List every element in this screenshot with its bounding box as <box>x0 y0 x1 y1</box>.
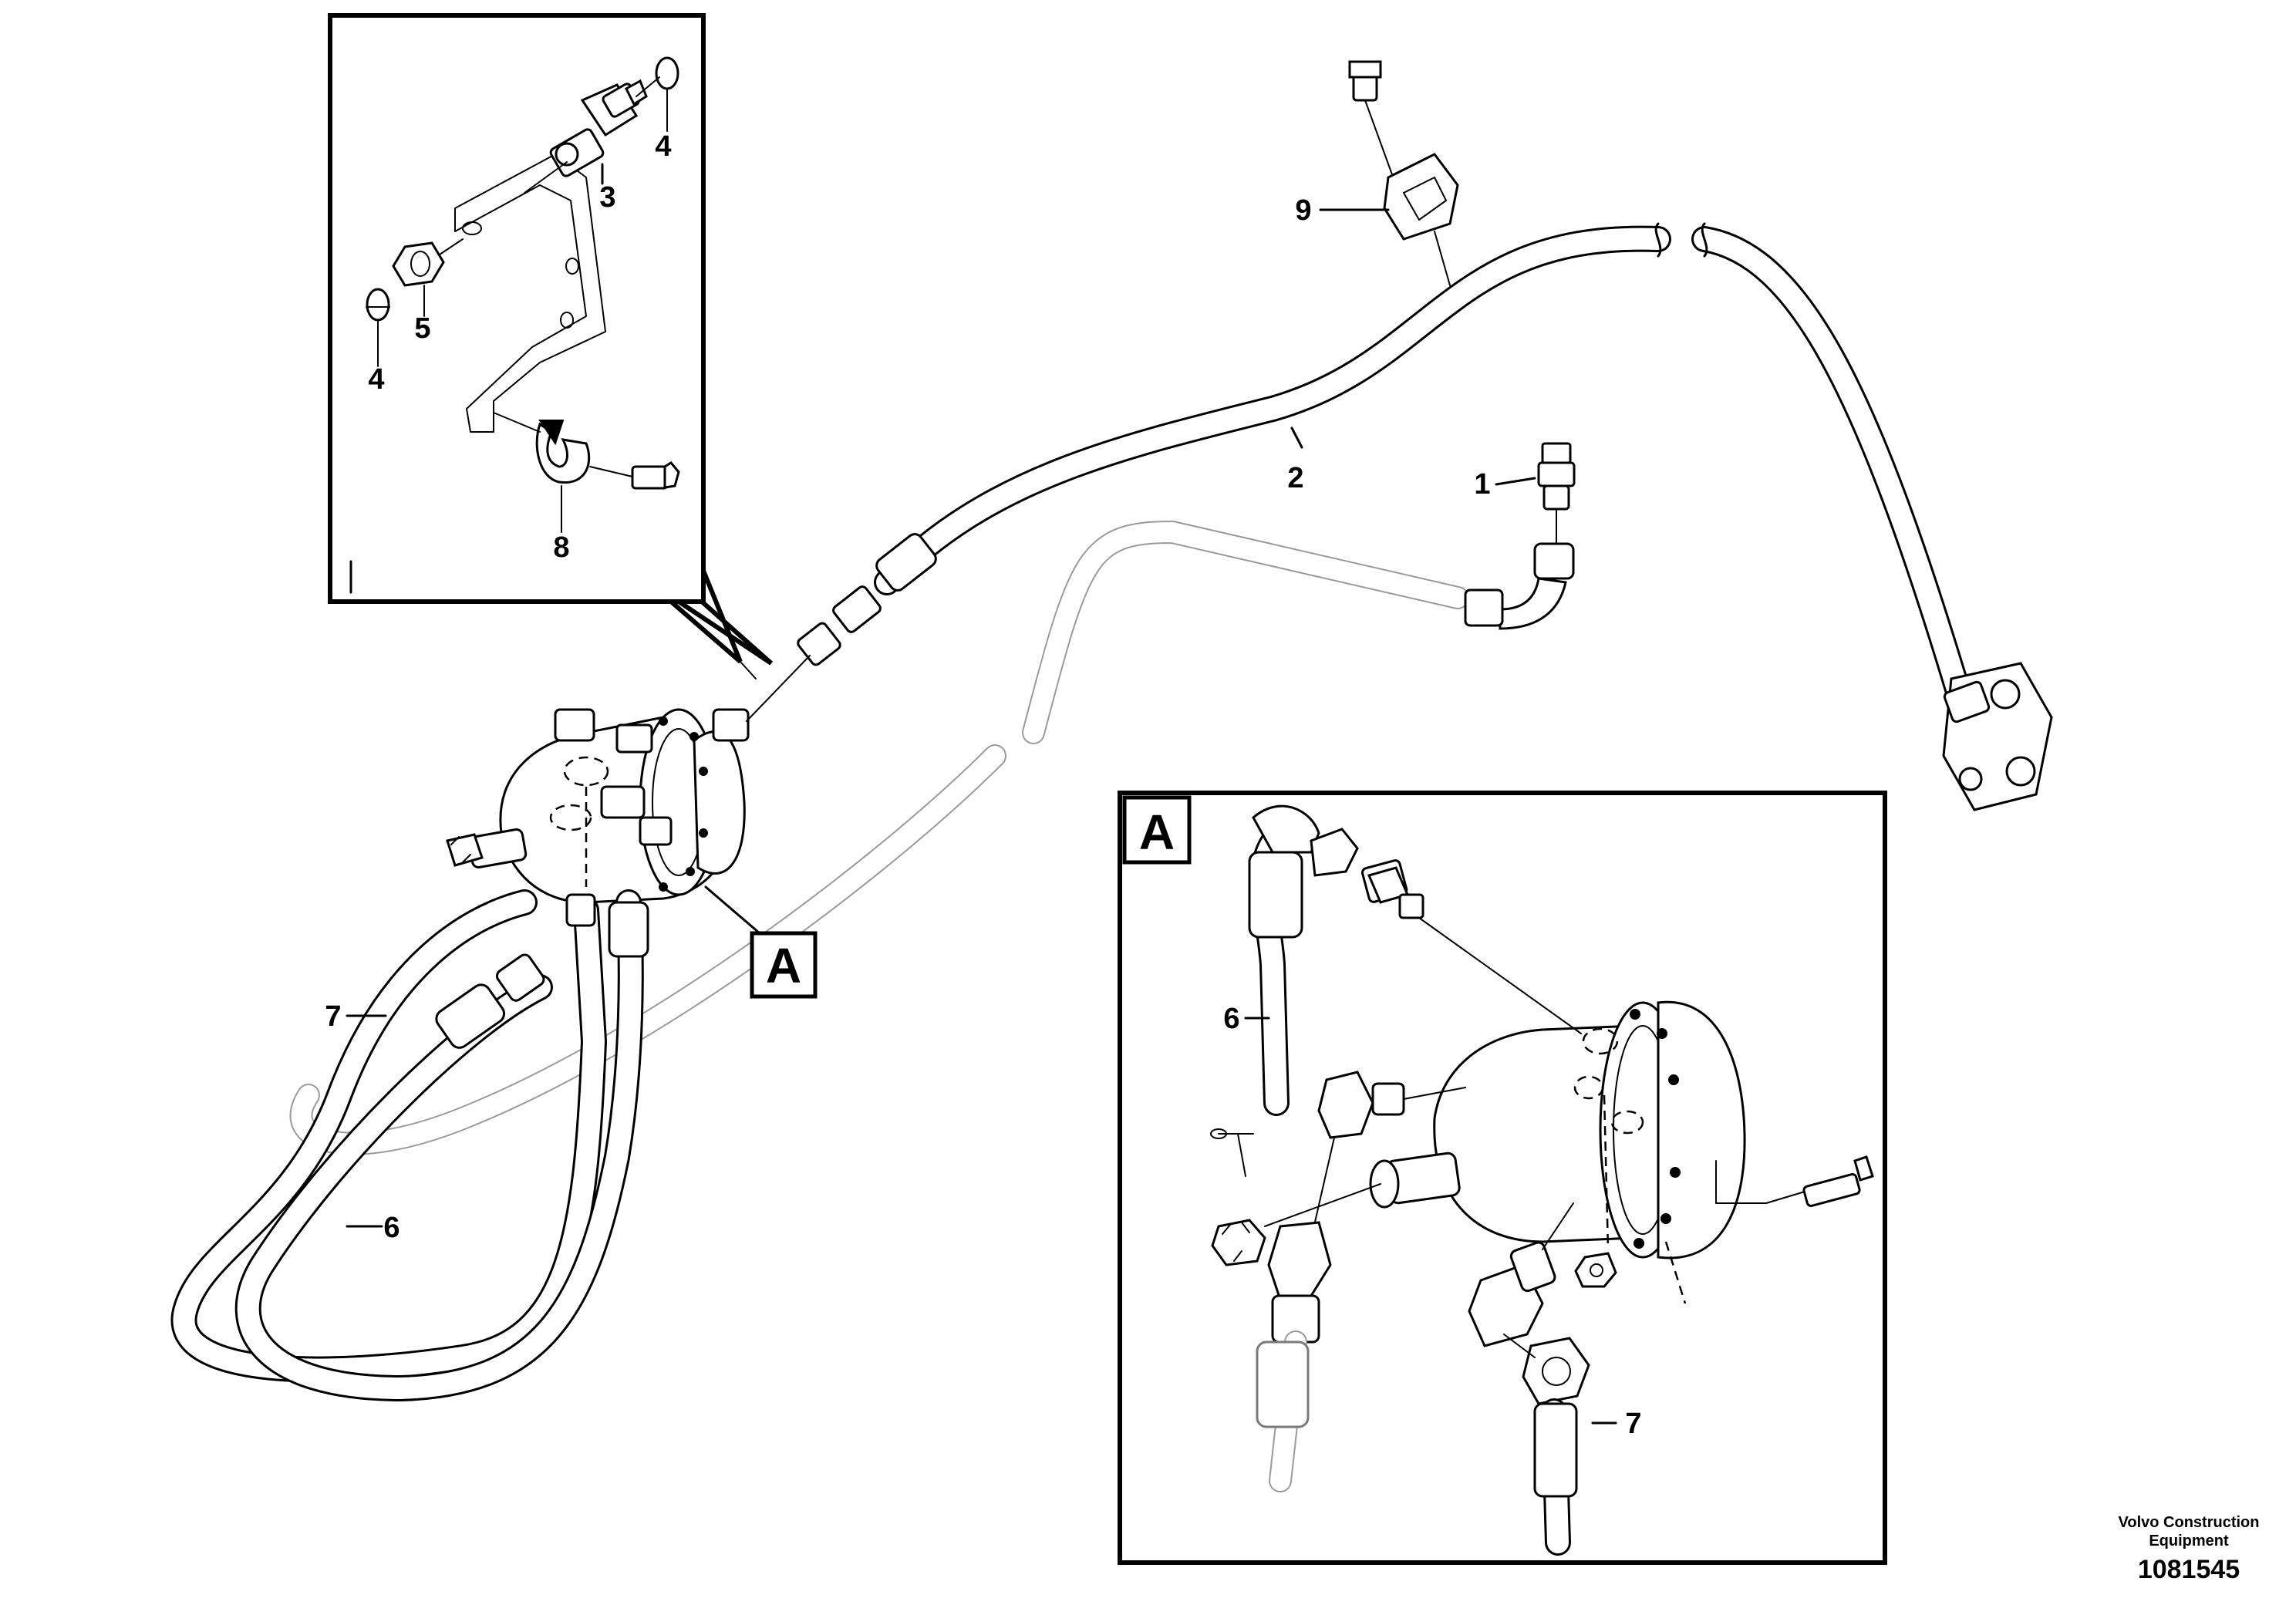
adapter-1 <box>1464 442 1576 630</box>
document-number: 1081545 <box>2138 1555 2240 1584</box>
callout-4-top: 4 <box>655 130 671 163</box>
detail-a-tag: A <box>750 931 818 999</box>
hose-2 <box>797 222 1972 707</box>
callout-6: 6 <box>383 1212 400 1244</box>
callout-9: 9 <box>1295 194 1311 227</box>
brand-line-1: Volvo Construction <box>2119 1514 2260 1531</box>
brand-line-2: Equipment <box>2149 1533 2229 1549</box>
detail-a-title: A <box>1139 804 1175 860</box>
callout-labels: 9 1 2 3 4 4 5 8 7 6 6 7 <box>325 130 1641 1440</box>
callout-8: 8 <box>553 531 569 564</box>
detail-a-tag-letter: A <box>766 938 801 993</box>
callout-5: 5 <box>414 312 430 345</box>
flange-block <box>1942 662 2053 811</box>
callout-7-detail: 7 <box>1625 1408 1641 1440</box>
callout-7: 7 <box>325 1000 341 1033</box>
callout-4-left: 4 <box>368 363 384 396</box>
hoses-6-7 <box>170 889 649 1401</box>
detail-a-frame: A <box>1118 791 1887 1565</box>
leader-lines <box>346 163 1617 1425</box>
callout-2: 2 <box>1287 462 1303 494</box>
footer-brand: Volvo Construction Equipment 1081545 <box>2119 1514 2260 1584</box>
steering-valve <box>446 655 811 904</box>
callout-6-detail: 6 <box>1223 1003 1239 1035</box>
grommet-9 <box>1348 60 1459 286</box>
bracket-detail-frame <box>328 13 773 679</box>
callout-1: 1 <box>1474 468 1490 501</box>
callout-3: 3 <box>599 181 615 214</box>
